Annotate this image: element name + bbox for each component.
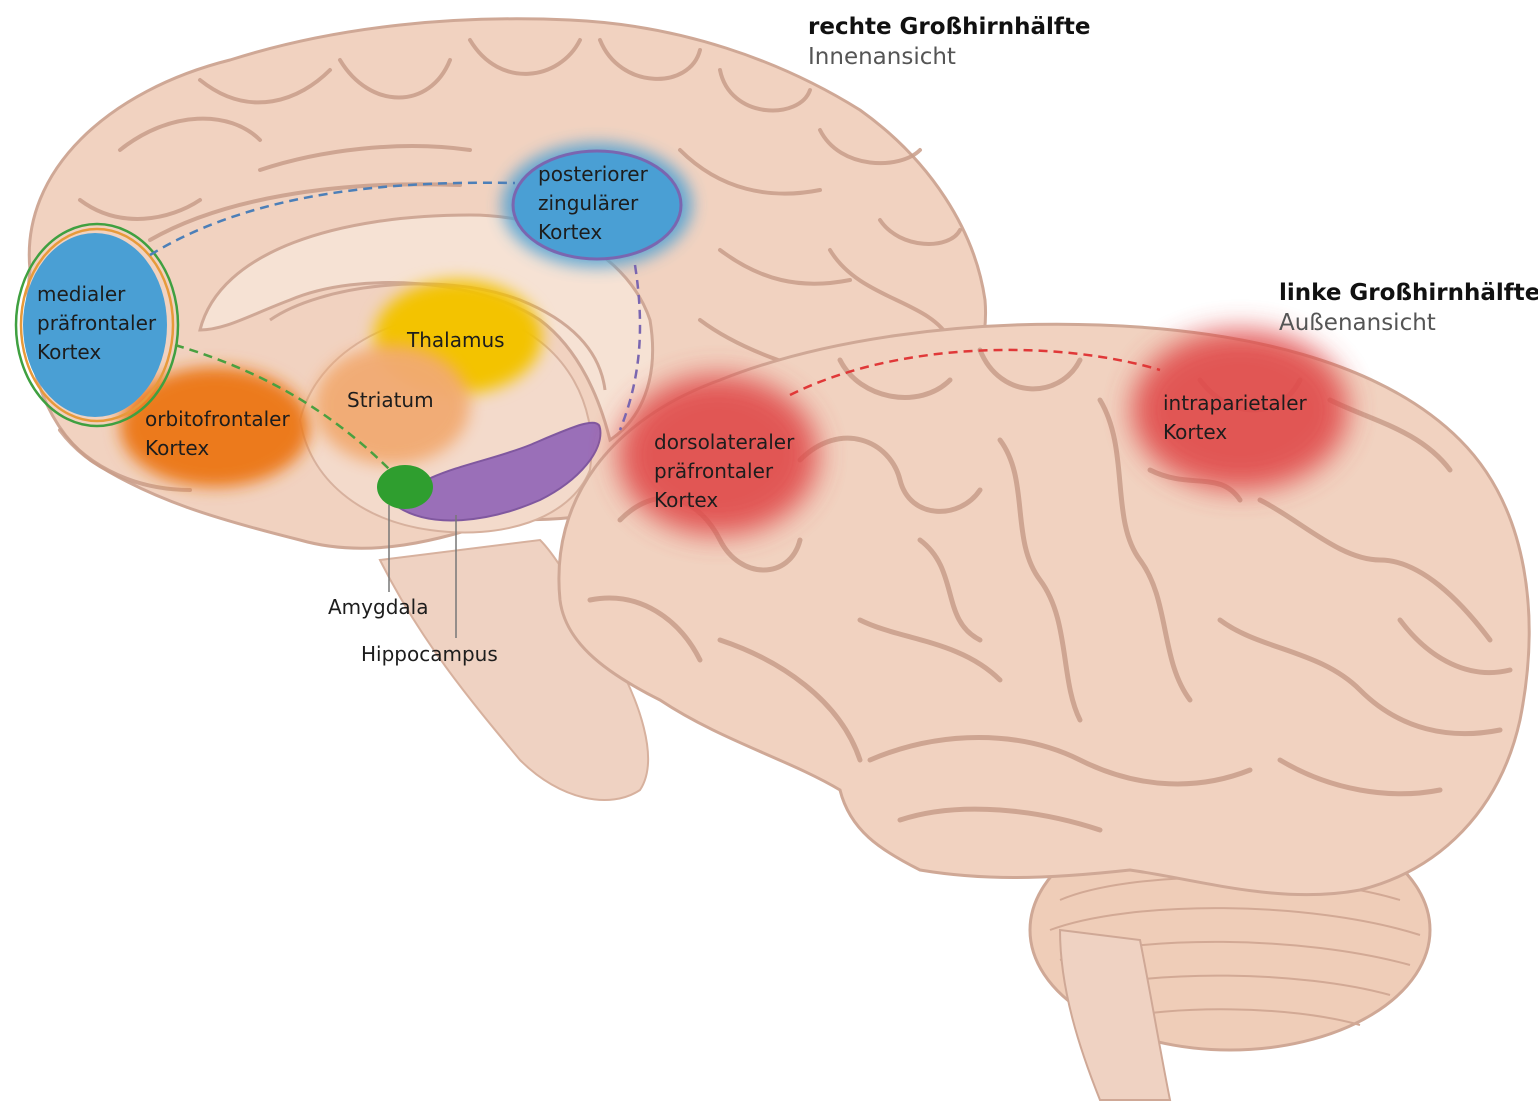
hippocampus-label: Hippocampus [361, 640, 498, 669]
ips-label: intraparietaler Kortex [1163, 389, 1307, 447]
ofc-label: orbitofrontaler Kortex [145, 405, 290, 463]
dlpfc-label: dorsolateraler präfrontaler Kortex [654, 428, 794, 515]
right-hemisphere-subtitle: Innenansicht [808, 42, 1090, 72]
mpfc-label: medialer präfrontaler Kortex [37, 280, 156, 367]
left-hemisphere-subtitle: Außenansicht [1279, 308, 1538, 338]
thalamus-label: Thalamus [407, 326, 505, 355]
amygdala-label: Amygdala [328, 593, 428, 622]
right-hemisphere-title: rechte Großhirnhälfte [808, 12, 1090, 42]
left-hemisphere-title: linke Großhirnhälfte [1279, 278, 1538, 308]
right-hemisphere-heading: rechte Großhirnhälfte Innenansicht [808, 12, 1090, 72]
pcc-label: posteriorer zingulärer Kortex [538, 160, 648, 247]
amygdala-region [377, 465, 433, 509]
striatum-label: Striatum [347, 386, 434, 415]
left-hemisphere-heading: linke Großhirnhälfte Außenansicht [1279, 278, 1538, 338]
